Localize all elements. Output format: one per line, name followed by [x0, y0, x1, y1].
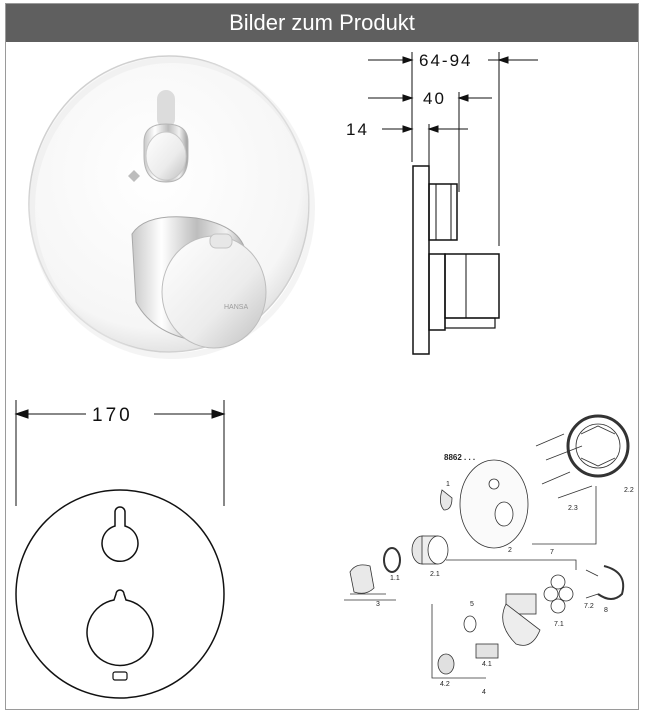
- part-label-3: 3: [376, 601, 380, 608]
- brand-mark: HANSA: [224, 304, 248, 311]
- part-label-1: 1: [446, 481, 450, 488]
- section-title: Bilder zum Produkt: [229, 10, 415, 35]
- product-photo: HANSA: [14, 44, 324, 364]
- part-label-7-2: 7.2: [584, 603, 594, 610]
- thermostat-photo-image: HANSA: [28, 55, 315, 359]
- side-view-drawing: 64-94 40 14: [326, 44, 556, 364]
- dim-plate-label: 14: [346, 120, 369, 139]
- part-label-5: 5: [470, 601, 474, 608]
- part-label-2-1: 2.1: [430, 571, 440, 578]
- dim-middle-label: 40: [423, 89, 446, 108]
- product-images-frame: Bilder zum Produkt: [5, 3, 639, 710]
- part-label-8: 8: [604, 607, 608, 614]
- part-label-7: 7: [550, 549, 554, 556]
- part-label-2-2: 2.2: [624, 487, 634, 494]
- part-label-2-3: 2.3: [568, 505, 578, 512]
- part-label-7-1: 7.1: [554, 621, 564, 628]
- part-label-4-2: 4.2: [440, 681, 450, 688]
- front-view-drawing: 170: [6, 394, 306, 710]
- front-view-svg: 170: [14, 400, 226, 699]
- side-view-svg: 64-94 40 14: [346, 51, 538, 355]
- dim-width-label: 170: [92, 405, 133, 426]
- part-label-4: 4: [482, 689, 486, 696]
- part-label-4-1: 4.1: [482, 661, 492, 668]
- exploded-view: 8862 . . . 1 2 2.1 2.2 2.3 3 1.1 4 4.1 4…: [336, 394, 636, 710]
- section-header: Bilder zum Produkt: [6, 4, 638, 42]
- dim-total-label: 64-94: [419, 51, 472, 70]
- exploded-view-svg: 8862 . . . 1 2 2.1 2.2 2.3 3 1.1 4 4.1 4…: [344, 414, 634, 696]
- part-label-8862: 8862 . . .: [444, 453, 475, 462]
- part-label-1-1: 1.1: [390, 575, 400, 582]
- part-label-2: 2: [508, 547, 512, 554]
